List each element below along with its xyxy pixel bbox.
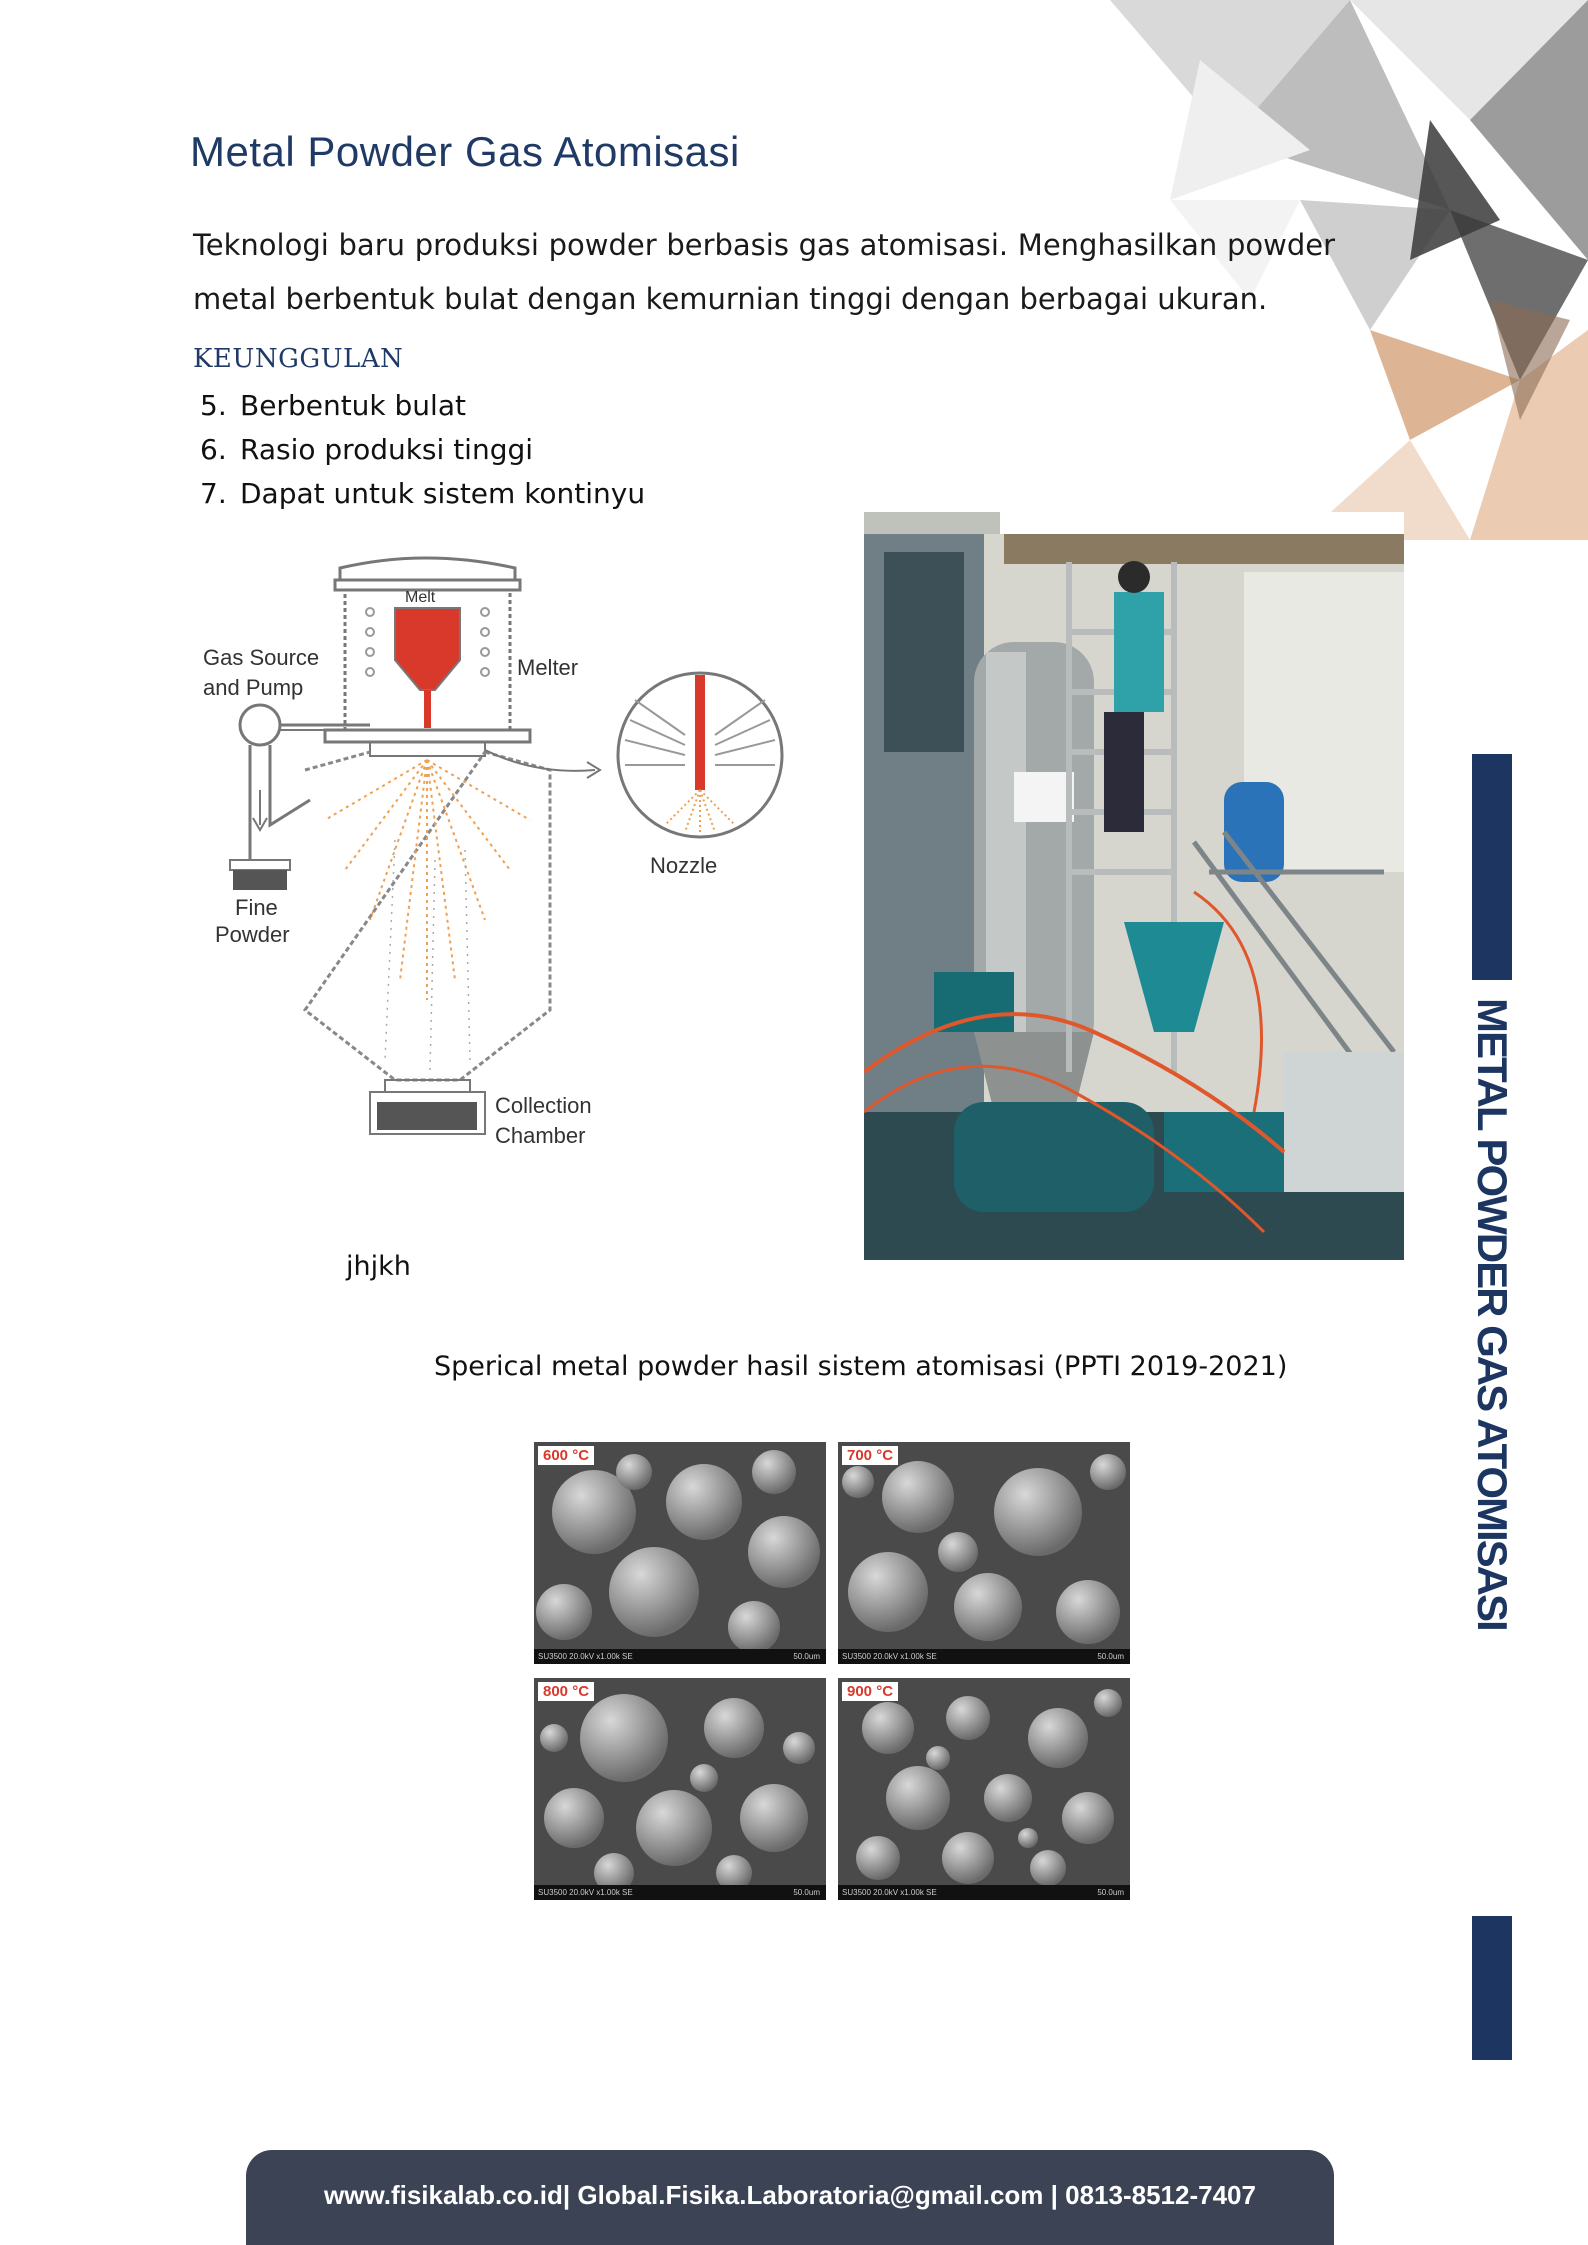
micrograph-info-bar: SU3500 20.0kV x1.00k SE 50.0um — [534, 1885, 826, 1900]
list-text: Berbentuk bulat — [240, 389, 466, 422]
intro-paragraph: Teknologi baru produksi powder berbasis … — [193, 228, 1335, 316]
diagram-label-collection: Collection — [495, 1093, 592, 1118]
sem-micrograph-900: 900 °C SU3500 20.0kV x1.00k SE 50.0um — [838, 1678, 1130, 1900]
micrograph-info-bar: SU3500 20.0kV x1.00k SE 50.0um — [838, 1885, 1130, 1900]
list-item: 7. Dapat untuk sistem kontinyu — [200, 472, 645, 516]
powder-particles-graphic — [534, 1442, 826, 1664]
powder-particles-graphic — [534, 1678, 826, 1900]
page-title: Metal Powder Gas Atomisasi — [190, 128, 740, 175]
diagram-label-melt: Melt — [405, 589, 436, 606]
micrograph-scale: 50.0um — [793, 1652, 820, 1661]
atomiser-equipment-photo — [864, 512, 1404, 1260]
diagram-label-powder: Powder — [215, 922, 290, 947]
list-number: 7. — [200, 477, 227, 510]
micrograph-temp-label: 800 °C — [538, 1682, 595, 1701]
diagram-label-gas-pump: and Pump — [203, 675, 303, 700]
stray-text: jhjkh — [346, 1251, 411, 1282]
micrograph-info: SU3500 20.0kV x1.00k SE — [538, 1888, 633, 1897]
micrograph-info: SU3500 20.0kV x1.00k SE — [842, 1888, 937, 1897]
sem-micrograph-grid: 600 °C SU3500 20.0kV x1.00k SE 50.0um 700… — [534, 1442, 1130, 1902]
list-number: 5. — [200, 389, 227, 422]
sem-micrograph-800: 800 °C SU3500 20.0kV x1.00k SE 50.0um — [534, 1678, 826, 1900]
list-text: Dapat untuk sistem kontinyu — [240, 477, 646, 510]
powder-particles-graphic — [838, 1442, 1130, 1664]
diagram-label-nozzle: Nozzle — [650, 853, 717, 878]
diagram-label-chamber: Chamber — [495, 1123, 585, 1148]
micrograph-temp-label: 600 °C — [538, 1446, 595, 1465]
side-accent-bar-top — [1472, 754, 1512, 980]
micrograph-caption: Sperical metal powder hasil sistem atomi… — [434, 1351, 1288, 1382]
sem-micrograph-600: 600 °C SU3500 20.0kV x1.00k SE 50.0um — [534, 1442, 826, 1664]
micrograph-scale: 50.0um — [793, 1888, 820, 1897]
gas-atomisation-diagram: Melt Gas Source and Pump Melter Fine Pow… — [203, 556, 784, 1148]
micrograph-info: SU3500 20.0kV x1.00k SE — [842, 1652, 937, 1661]
diagram-label-fine: Fine — [235, 895, 278, 920]
micrograph-scale: 50.0um — [1097, 1888, 1124, 1897]
footer-contact-bar: www.fisikalab.co.id| Global.Fisika.Labor… — [246, 2150, 1334, 2245]
list-item: 6. Rasio produksi tinggi — [200, 428, 645, 472]
micrograph-temp-label: 700 °C — [842, 1446, 899, 1465]
powder-particles-graphic — [838, 1678, 1130, 1900]
list-number: 6. — [200, 433, 227, 466]
micrograph-info: SU3500 20.0kV x1.00k SE — [538, 1652, 633, 1661]
diagram-label-gas-source: Gas Source — [203, 645, 319, 670]
advantages-heading: KEUNGGULAN — [193, 344, 404, 374]
sem-micrograph-700: 700 °C SU3500 20.0kV x1.00k SE 50.0um — [838, 1442, 1130, 1664]
diagram-label-melter: Melter — [517, 655, 578, 680]
micrograph-temp-label: 900 °C — [842, 1682, 899, 1701]
micrograph-info-bar: SU3500 20.0kV x1.00k SE 50.0um — [838, 1649, 1130, 1664]
micrograph-scale: 50.0um — [1097, 1652, 1124, 1661]
decorative-corner-graphic — [1110, 0, 1588, 540]
advantages-list: 5. Berbentuk bulat 6. Rasio produksi tingg… — [200, 384, 645, 516]
side-accent-bar-bottom — [1472, 1916, 1512, 2060]
list-text: Rasio produksi tinggi — [240, 433, 534, 466]
list-item: 5. Berbentuk bulat — [200, 384, 645, 428]
side-vertical-title: METAL POWDER GAS ATOMISASI — [1469, 998, 1516, 1630]
micrograph-info-bar: SU3500 20.0kV x1.00k SE 50.0um — [534, 1649, 826, 1664]
